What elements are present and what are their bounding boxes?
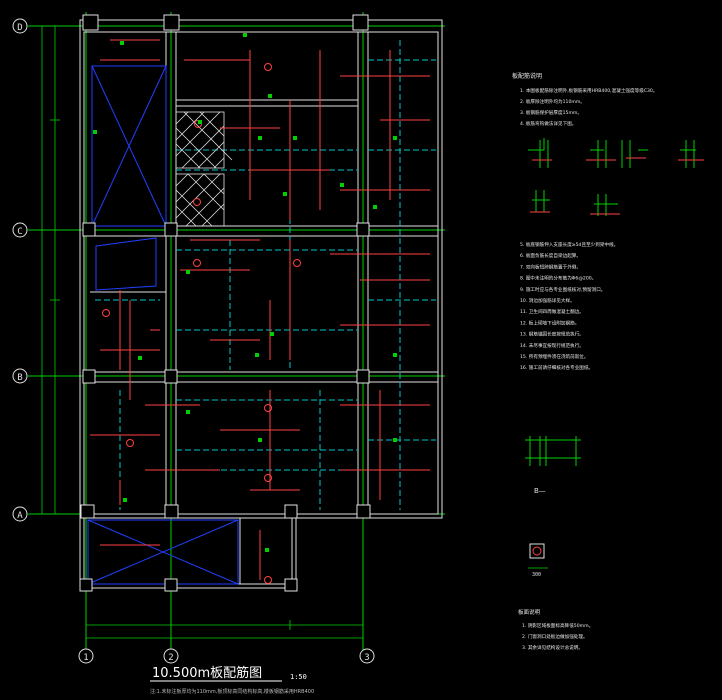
section-mark: B—	[534, 487, 546, 495]
axis-bubble-c: C	[12, 222, 28, 238]
note-line: 2. 板厚除注明外均为110mm。	[520, 98, 585, 105]
detail-dim: 300	[532, 572, 541, 578]
columns	[79, 14, 371, 592]
note-line: 8. 图中未注明的分布筋为Φ6@200。	[520, 275, 596, 282]
bottom-notes-list: 1. 阴影区域板面标高降低50mm。 2. 门窗洞口处板边做加强处理。 3. 其余详…	[522, 622, 593, 651]
bottom-notes: 板面说明 1. 阴影区域板面标高降低50mm。 2. 门窗洞口处板边做加强处理。 3…	[518, 608, 593, 651]
note-line: 5. 板底钢筋伸入支座长度≥5d且至少到梁中线。	[520, 241, 618, 248]
drawing-subtitle: 注:1.未标注板厚均为110mm,板顶标高同结构标高,楼板钢筋采用HRB400	[150, 688, 314, 695]
notes-list: 1. 本图板配筋除注明外,板钢筋采用HRB400,混凝土强度等级C30。 2. 板…	[520, 87, 657, 371]
note-line: 2. 门窗洞口处板边做加强处理。	[522, 633, 588, 640]
note-line: 10. 洞边加强筋详见大样。	[520, 297, 575, 304]
note-line: 9. 施工时应与各专业图纸核对,预留洞口。	[520, 286, 605, 293]
svg-text:A: A	[17, 511, 23, 521]
axis-grid	[28, 12, 445, 650]
note-line: 1. 阴影区域板面标高降低50mm。	[522, 622, 593, 629]
title-block: 10.500m板配筋图 1:50 注:1.未标注板厚均为110mm,板顶标高同结…	[150, 665, 314, 695]
openings	[87, 65, 239, 585]
note-line: 16. 施工前请仔细核对各专业图纸。	[520, 364, 593, 371]
slab-dashes	[95, 40, 436, 510]
slab-markers	[102, 63, 301, 584]
bottom-notes-heading: 板面说明	[518, 608, 541, 616]
note-line: 3. 板钢筋保护层厚度15mm。	[520, 109, 582, 116]
drawing-title: 10.500m板配筋图	[152, 665, 262, 681]
note-line: 1. 本图板配筋除注明外,板钢筋采用HRB400,混凝土强度等级C30。	[520, 87, 657, 94]
note-line: 6. 板面负筋长度自梁边起算。	[520, 252, 581, 259]
axis-bubble-1: 1	[78, 648, 94, 664]
drawing-scale: 1:50	[290, 673, 307, 681]
svg-text:B: B	[17, 373, 22, 383]
note-line: 11. 卫生间四周做混凝土翻边。	[520, 308, 584, 315]
note-line: 7. 双向板短跨钢筋置于外侧。	[520, 263, 581, 270]
axis-bubble-3: 3	[359, 648, 375, 664]
svg-text:2: 2	[168, 653, 173, 663]
hook-rebar	[530, 157, 704, 215]
note-line: 15. 所有预埋件须在浇筑前就位。	[520, 353, 589, 360]
axis-bubble-2: 2	[163, 648, 179, 664]
note-line: 4. 板筋弯钩做法详见下图。	[520, 120, 576, 127]
note-line: 13. 钢筋锚固长度按规范执行。	[520, 331, 584, 338]
axis-bubble-a: A	[12, 506, 28, 522]
svg-text:C: C	[17, 227, 22, 237]
svg-text:1: 1	[83, 653, 88, 663]
note-line: 14. 未尽事宜按现行规范执行。	[520, 342, 584, 349]
hatched-shafts	[175, 111, 233, 227]
dimension-lines	[37, 26, 363, 643]
rebar-lines	[90, 39, 430, 580]
note-line: 3. 其余详见结构设计总说明。	[522, 644, 583, 651]
rebar-tags	[93, 33, 397, 552]
note-line: 12. 板上砌墙下设附加钢筋。	[520, 319, 579, 326]
section-detail: 300 B—	[528, 487, 548, 578]
notes-panel: 板配筋说明 1. 本图板配筋除注明外,板钢筋采用HRB400,混凝土强度等级C3…	[512, 72, 657, 371]
axis-bubble-d: D	[12, 18, 28, 34]
hook-details	[525, 138, 696, 466]
svg-text:3: 3	[364, 653, 369, 663]
axis-bubble-b: B	[12, 368, 28, 384]
beams	[79, 19, 443, 589]
svg-text:D: D	[17, 23, 22, 33]
axis-bubbles: D C B A 1 2 3	[12, 18, 375, 664]
notes-heading: 板配筋说明	[512, 72, 542, 80]
